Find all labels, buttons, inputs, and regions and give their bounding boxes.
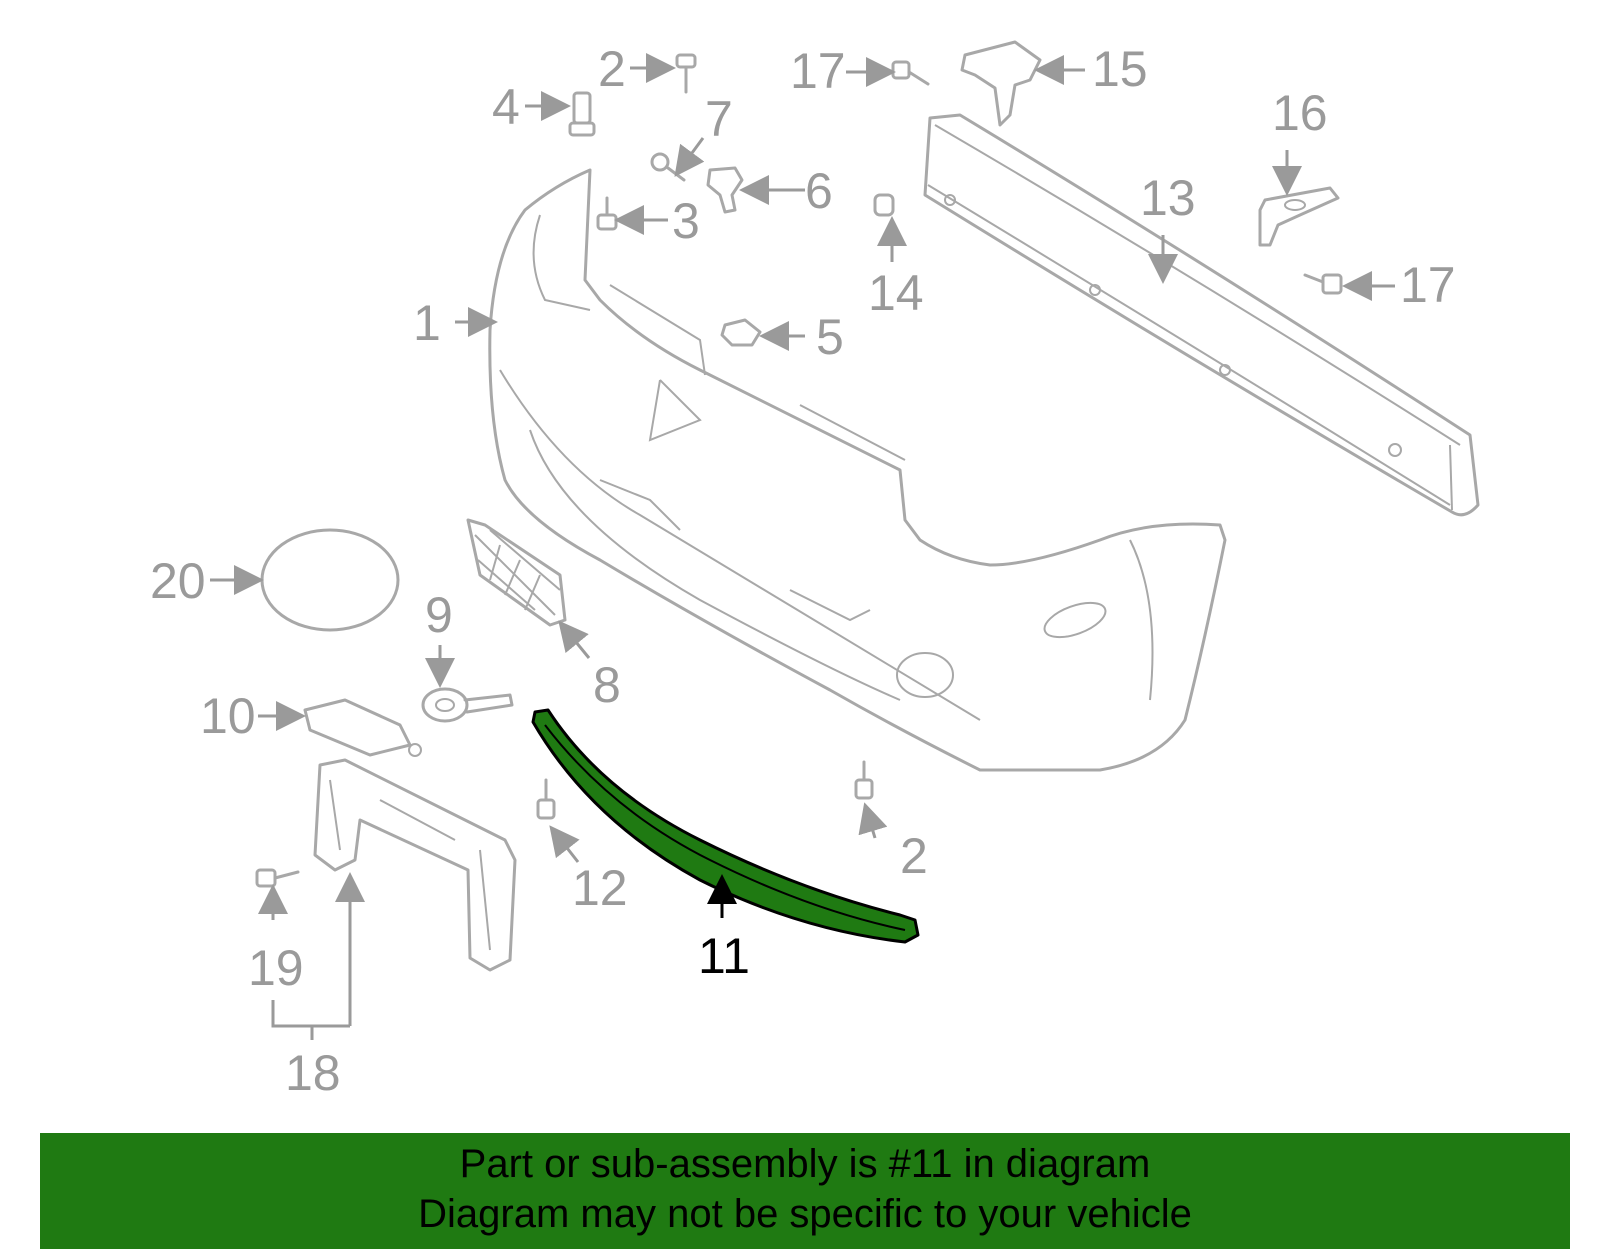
nut-part-5 [720,318,762,347]
nut-part-14 [873,193,895,217]
bracket-part-10 [303,698,422,757]
screw-part-7 [650,152,686,182]
callout-labels: 1 2 2 3 4 5 6 7 8 9 10 11 12 13 14 15 16… [150,41,1456,1101]
callout-2-upper: 2 [598,41,626,97]
callout-4: 4 [492,79,520,135]
screw-part-2-upper [675,53,697,94]
callout-10: 10 [200,688,256,744]
bracket-part-16 [1258,186,1340,247]
callout-8: 8 [593,657,621,713]
absorber-part-11-highlighted [531,708,920,944]
callout-18: 18 [285,1045,341,1101]
grille-part-8 [466,518,567,627]
fastener-part-4 [568,91,596,137]
callout-17-upper: 17 [790,43,846,99]
bolt-part-2-lower [854,760,874,800]
callout-1: 1 [413,295,441,351]
callout-20: 20 [150,553,206,609]
callout-14: 14 [868,265,924,321]
callout-3: 3 [672,193,700,249]
banner-line-1: Part or sub-assembly is #11 in diagram [459,1142,1151,1186]
license-bracket-part-18 [313,758,517,972]
reinforcement-beam-part-13 [923,113,1480,517]
clip-part-6 [706,166,744,214]
bumper-cover-part-1 [488,168,1227,772]
info-banner: Part or sub-assembly is #11 in diagram D… [40,1133,1570,1249]
callout-11: 11 [698,928,750,984]
callout-17-lower: 17 [1400,257,1456,313]
screw-part-3 [596,196,618,231]
bolt-part-12 [536,778,556,820]
callout-6: 6 [805,163,833,219]
tow-hook-part-9 [421,687,514,723]
callout-5: 5 [816,309,844,365]
banner-line-2: Diagram may not be specific to your vehi… [418,1192,1192,1236]
callout-7: 7 [705,91,733,147]
callout-19: 19 [248,940,304,996]
bolt-part-19 [255,868,300,888]
emblem-part-20 [260,528,400,632]
leader-arrows [210,53,1395,1040]
bracket-part-15 [960,40,1042,127]
callout-9: 9 [425,587,453,643]
callout-15: 15 [1092,41,1148,97]
bolt-part-17-lower [1303,273,1343,295]
callout-12: 12 [572,860,628,916]
callout-16: 16 [1272,85,1328,141]
callout-2-lower: 2 [900,828,928,884]
callout-13: 13 [1140,170,1196,226]
bolt-part-17-upper [891,60,930,86]
